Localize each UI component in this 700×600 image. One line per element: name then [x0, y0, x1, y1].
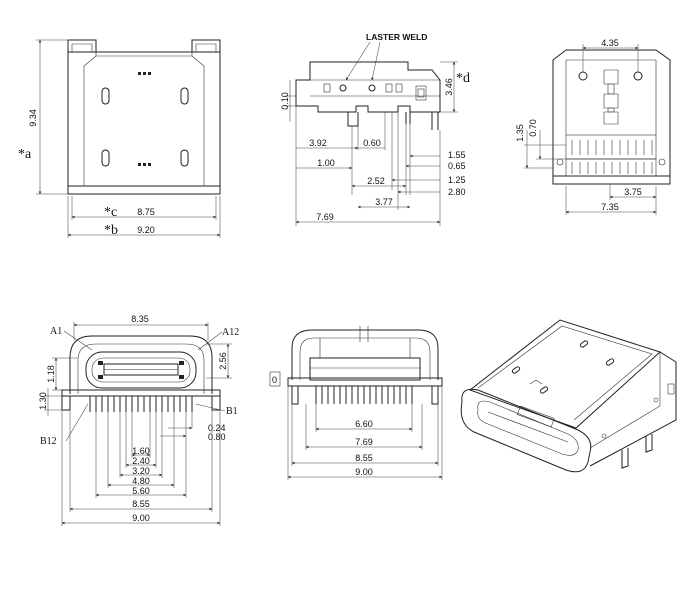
side-profile-view: LASTER WELD 0.10 3.46 *d	[280, 32, 470, 226]
rear-view: 4.35 1.35 0.70 3.75 7.35	[515, 38, 671, 215]
dim-8-55: 8.55	[132, 499, 150, 509]
dim-3-92: 3.92	[309, 138, 327, 148]
dim-1-60: 1.60	[132, 446, 150, 456]
a12-label: A12	[222, 327, 239, 338]
dim-1-25: 1.25	[448, 175, 466, 185]
dim-0-60: 0.60	[363, 138, 381, 148]
dim-8-55: 8.55	[355, 453, 373, 463]
contact-row	[571, 140, 653, 174]
dim-4-80: 4.80	[132, 476, 150, 486]
v-left1-dim: 1.18	[46, 365, 56, 383]
d1-dim: 3.75	[624, 187, 642, 197]
right-v-dim: 3.46	[444, 78, 454, 96]
b1-label: B1	[226, 406, 238, 417]
v2-dim: 0.70	[528, 119, 538, 137]
height-dim: 9.34	[28, 109, 38, 127]
section-view: 0 6.60 7.69 8.55 9.00	[269, 326, 443, 480]
dim-9-00: 9.00	[355, 467, 373, 477]
dim-0-65: 0.65	[448, 161, 466, 171]
b12-label: B12	[40, 436, 57, 447]
v-left2-dim: 1.30	[38, 392, 48, 410]
a1-label: A1	[50, 326, 62, 337]
dim-9-00: 9.00	[132, 513, 150, 523]
r2-dim: 0.80	[208, 432, 226, 442]
dim-7-69: 7.69	[316, 212, 334, 222]
weld-label: LASTER WELD	[366, 32, 427, 42]
dim-2-52: 2.52	[367, 176, 385, 186]
zero-mark: 0	[272, 375, 277, 385]
b-label: *b	[104, 223, 118, 238]
dim-1-55: 1.55	[448, 150, 466, 160]
dim-3-20: 3.20	[132, 466, 150, 476]
v-right-dim: 2.56	[218, 352, 228, 370]
dim-7-69: 7.69	[355, 437, 373, 447]
section-pins	[315, 386, 413, 404]
a-label: *a	[18, 147, 32, 162]
dim-3-77: 3.77	[375, 197, 393, 207]
isometric-view	[460, 319, 677, 473]
dim-2-80: 2.80	[448, 187, 466, 197]
width-inner-dim: 8.75	[137, 207, 155, 217]
top-dim: 4.35	[601, 38, 619, 48]
d-label: *d	[456, 71, 470, 86]
dim-5-60: 5.60	[132, 486, 150, 496]
dim-1-00: 1.00	[317, 158, 335, 168]
dim-2-40: 2.40	[132, 456, 150, 466]
left-v-dim: 0.10	[280, 92, 290, 110]
top-view: 9.34 *a 8.75 *c 9.20 *b	[18, 39, 221, 238]
front-view: A1 A12 B1 B12 8.35 1.18 1.30 2.56 0.24 0…	[38, 314, 239, 526]
dim-6-60: 6.60	[355, 419, 373, 429]
c-label: *c	[104, 205, 117, 220]
width-outer-dim: 9.20	[137, 225, 155, 235]
front-width-top: 8.35	[131, 314, 149, 324]
v1-dim: 1.35	[515, 124, 525, 142]
r1-dim: 0.24	[208, 423, 226, 433]
pin-row	[89, 396, 193, 412]
d2-dim: 7.35	[601, 202, 619, 212]
